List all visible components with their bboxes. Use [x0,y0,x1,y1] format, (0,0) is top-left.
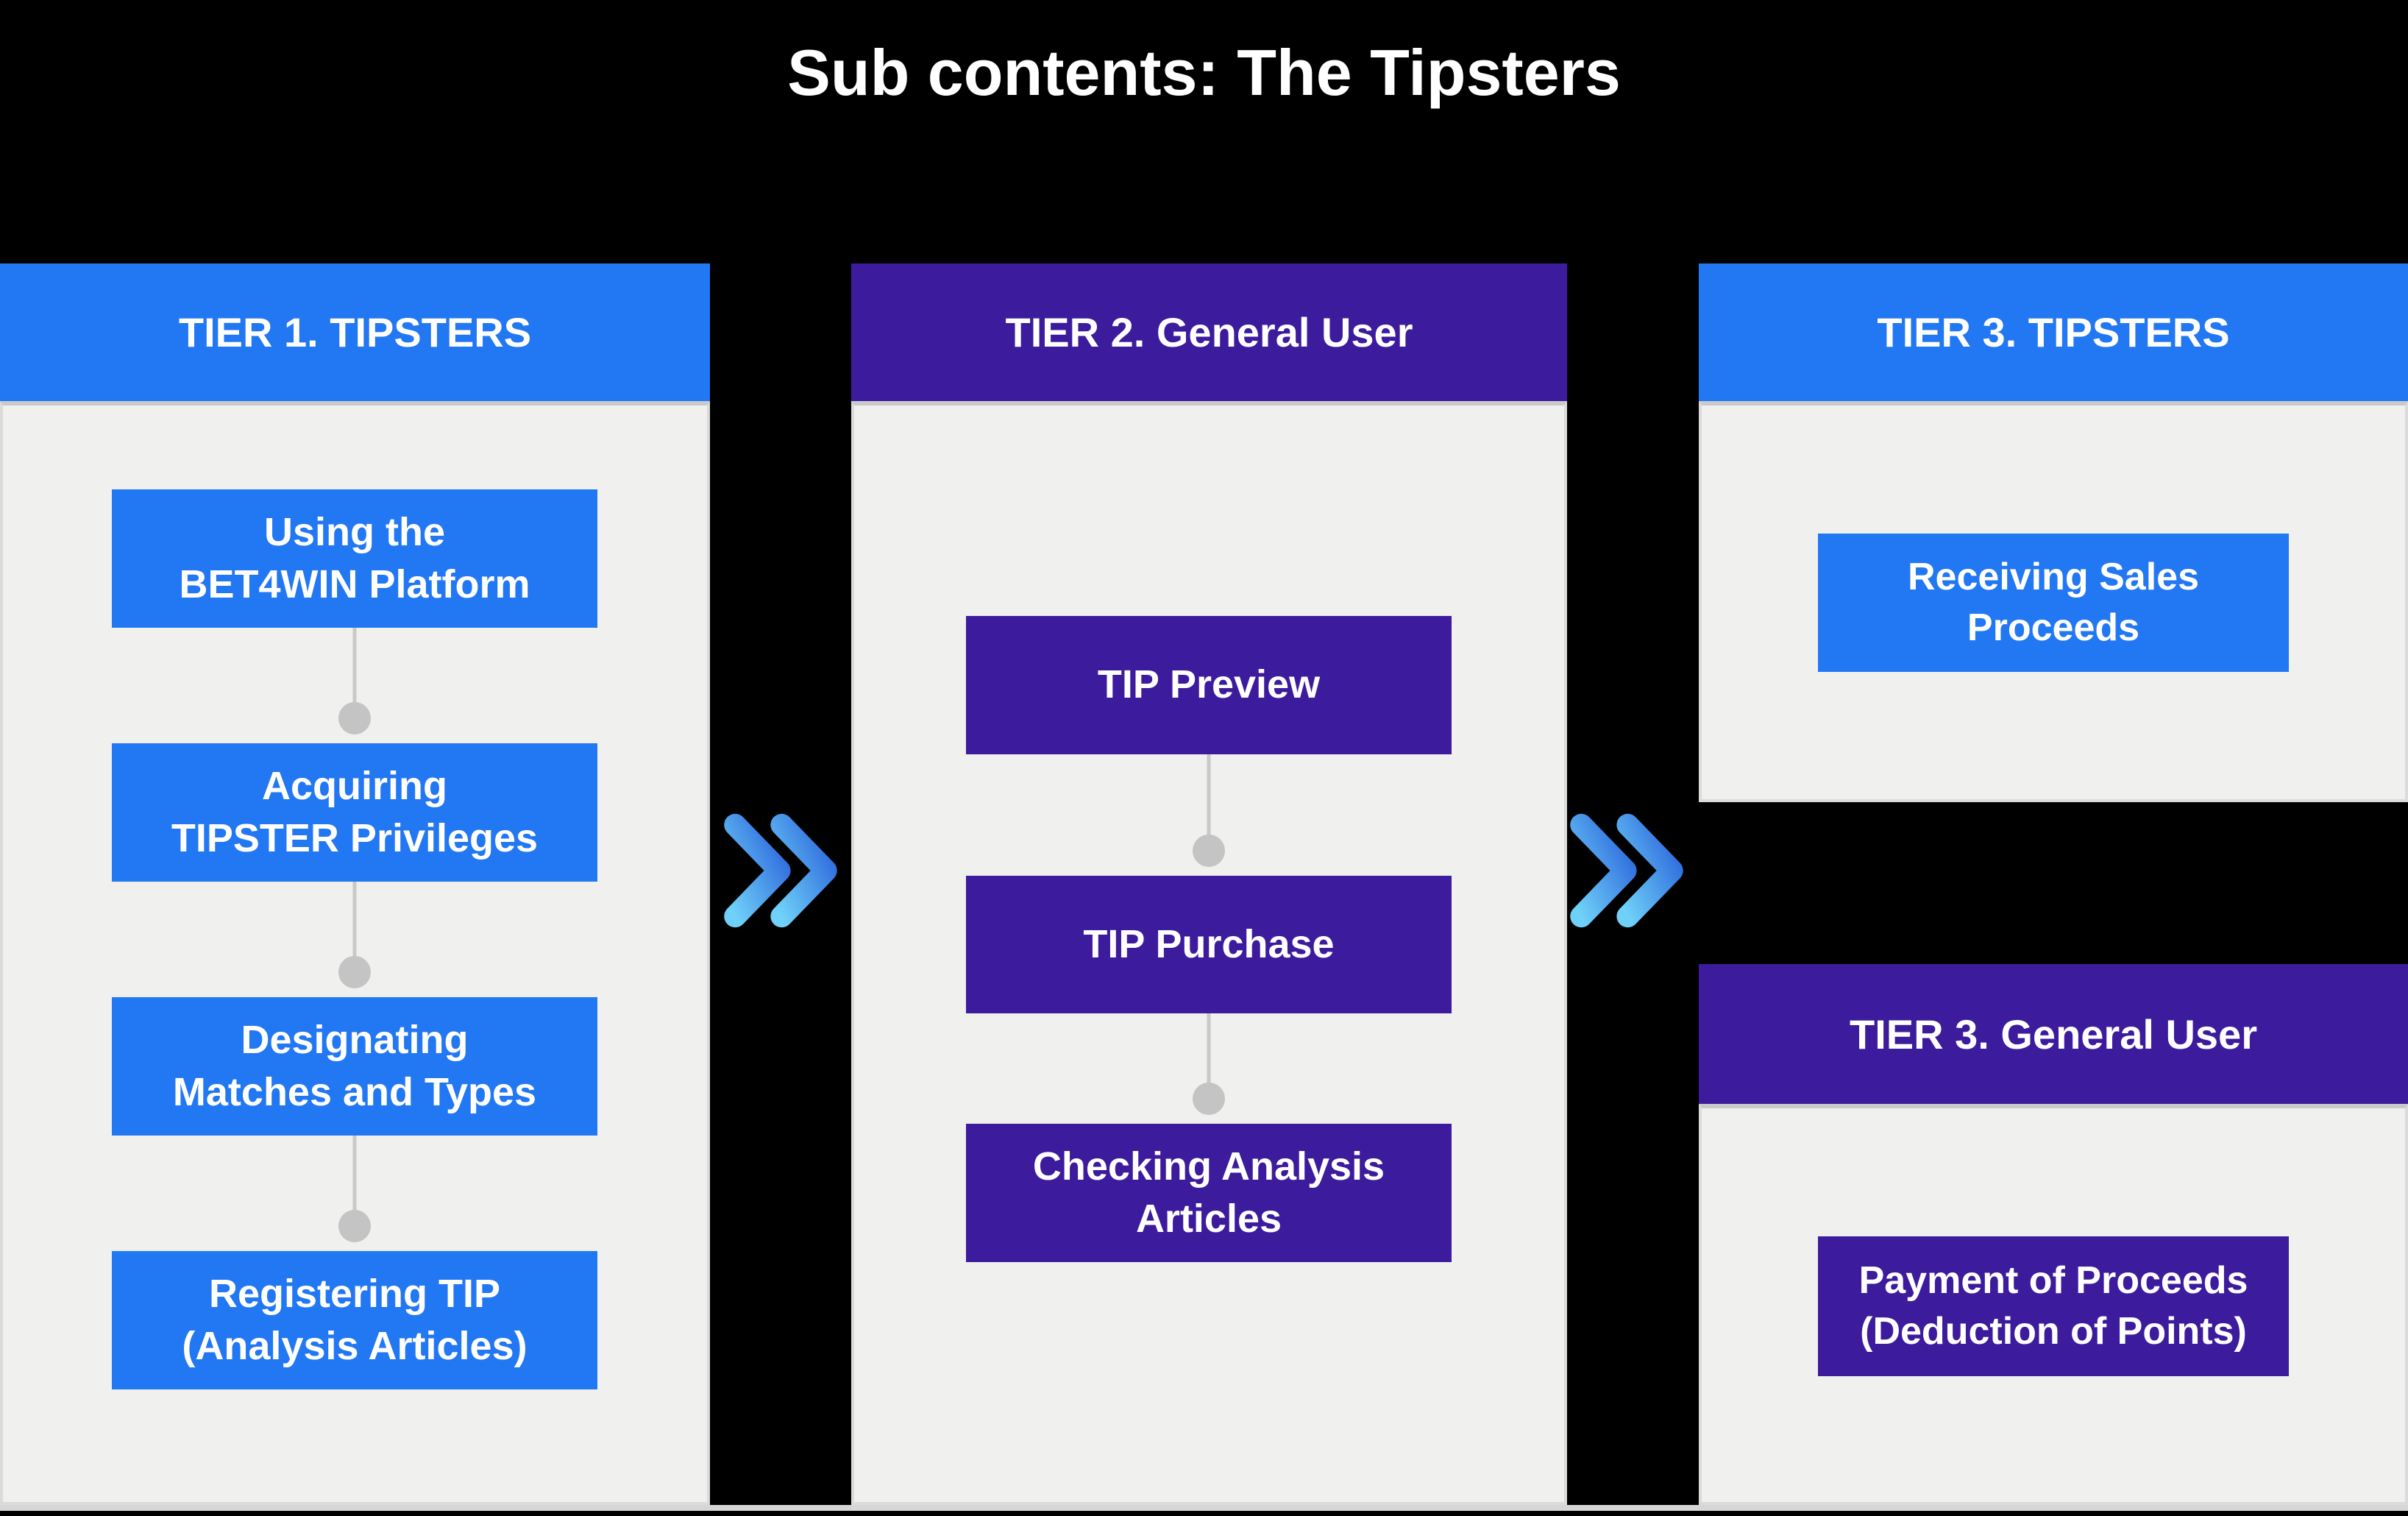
slide-bottom-edge [0,1505,2408,1511]
tier2-step-tip-preview: TIP Preview [966,616,1452,754]
connector-line [352,628,357,710]
tier3-step-payment-proceeds: Payment of Proceeds (Deduction of Points… [1818,1236,2289,1376]
connector-line [352,1136,357,1218]
tier2-connector-1 [1187,754,1231,876]
connector-dot [338,956,371,988]
connector-dot [338,1210,371,1242]
tier2-step-checking-articles: Checking Analysis Articles [966,1124,1452,1262]
connector-dot [338,702,371,734]
tier3-general-header: TIER 3. General User [1699,964,2408,1104]
tier1-step-using-platform: Using the BET4WIN Platform [112,489,597,628]
page-title: Sub contents: The Tipsters [787,36,1621,109]
tier2-header: TIER 2. General User [851,263,1567,401]
double-chevron-right-icon [724,813,837,928]
connector-line [352,882,357,964]
tier3-tipsters-header: TIER 3. TIPSTERS [1699,263,2408,401]
connector-line [1207,754,1211,843]
tier1-connector-1 [333,628,377,743]
tier2-step-tip-purchase: TIP Purchase [966,876,1452,1013]
connector-line [1207,1013,1211,1091]
double-chevron-right-icon [1570,813,1683,928]
tier1-step-acquiring-privileges: Acquiring TIPSTER Privileges [112,743,597,882]
tier1-connector-2 [333,882,377,997]
tier3-step-receiving-proceeds: Receiving Sales Proceeds [1818,534,2289,672]
connector-dot [1193,1083,1225,1115]
tier1-step-designating-matches: Designating Matches and Types [112,997,597,1136]
tier1-connector-3 [333,1136,377,1251]
tier2-connector-2 [1187,1013,1231,1124]
connector-dot [1193,835,1225,867]
tier1-header: TIER 1. TIPSTERS [0,263,710,401]
tier1-step-registering-tip: Registering TIP (Analysis Articles) [112,1251,597,1389]
